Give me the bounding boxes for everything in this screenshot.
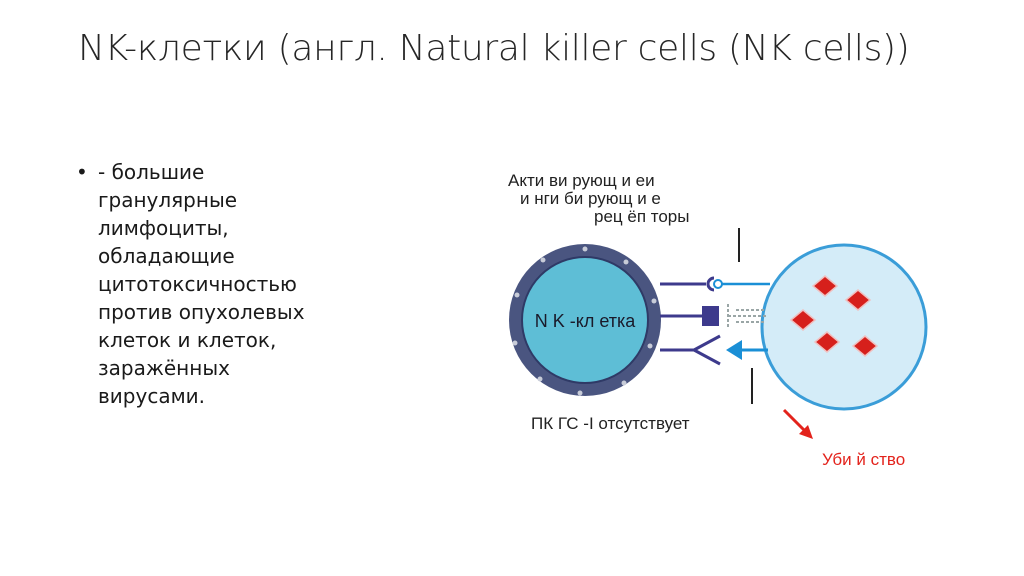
kill-arrow-shaft [782,408,808,434]
fc-receptor-arm [693,334,721,352]
mhc-absent-label: ПК ГС -I отсутствует [531,414,690,433]
kill-arrow-head [799,425,813,439]
bullet-text: - большие гранулярные лимфоциты, обладаю… [98,160,305,408]
fc-receptor-arm [693,348,721,366]
target-granules [789,275,879,357]
granule [851,335,879,357]
inhibitory-receptor-head [702,306,719,326]
granule [813,331,841,353]
bullet-list: • - большие гранулярные лимфоциты, облад… [76,158,376,410]
nk-cell-body [521,256,649,384]
absent-mhc-outline [727,304,766,328]
signal-arrow-head [726,340,742,360]
nk-cell-label: N K -кл етка [535,311,637,331]
granule [789,309,817,331]
granule [811,275,839,297]
nk-cell-pores [512,246,657,396]
granule [844,289,872,311]
receptor-label-line-3: рец ёп торы [594,207,689,226]
target-cell [760,243,928,411]
activating-receptor-cup [706,276,715,292]
receptor-label-line-2: и нги би рующ и е [520,189,661,208]
kill-label: Уби й ство [822,450,905,469]
slide-title: NK-клетки (англ. Natural killer cells (N… [78,28,910,69]
bullet-marker: • [76,160,88,184]
ligand [713,279,723,289]
receptor-label-line-1: Акти ви рующ и еи [508,171,655,190]
